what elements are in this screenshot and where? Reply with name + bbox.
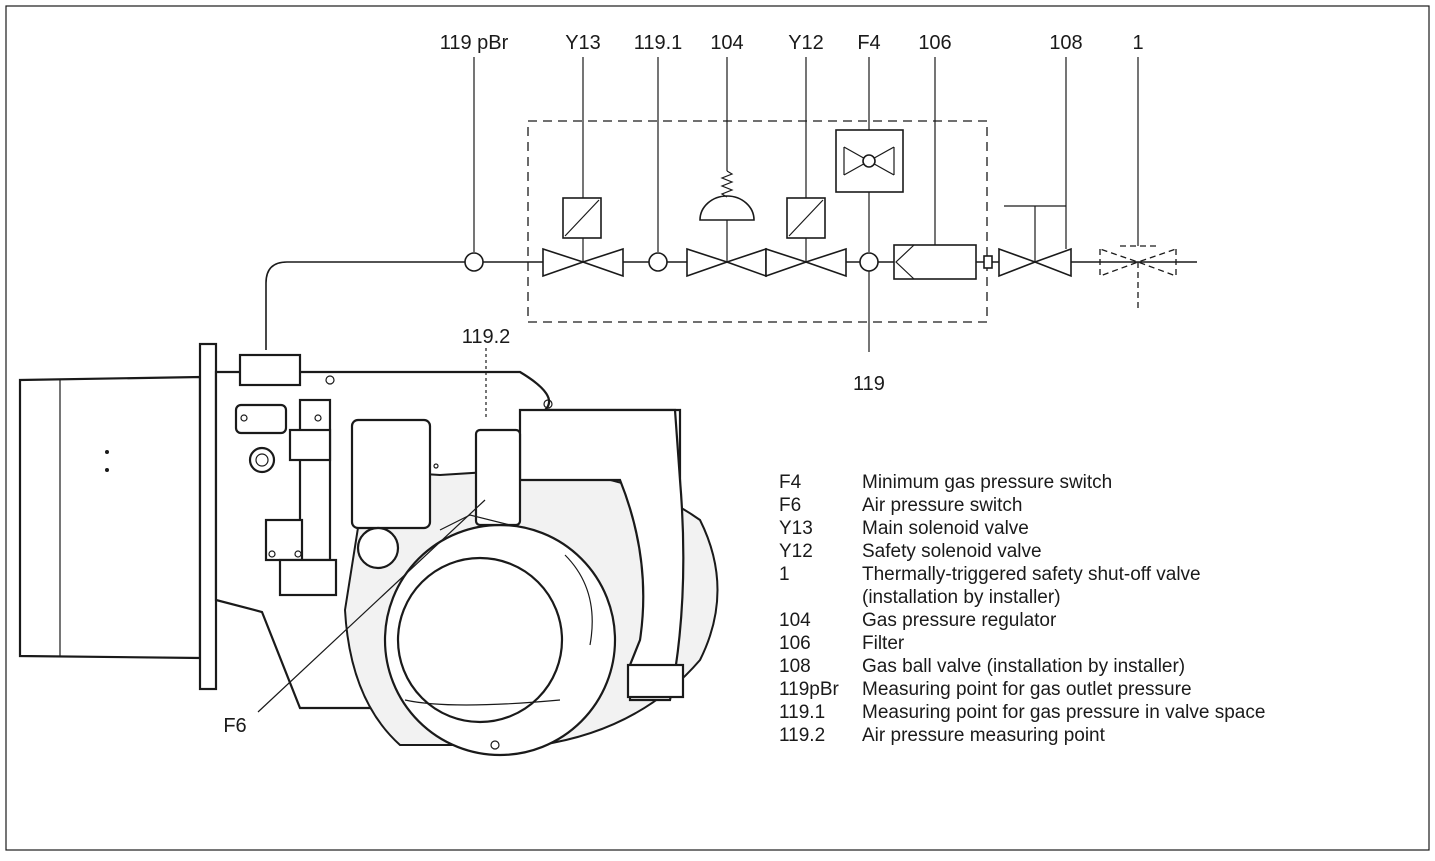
outer-frame xyxy=(5,5,1430,851)
rear-cover xyxy=(518,408,685,702)
cable-entry xyxy=(626,663,685,699)
air-pressure-switch-body xyxy=(474,428,522,527)
callout-1191: 119.1 xyxy=(634,32,683,54)
callout-f4: F4 xyxy=(857,32,880,54)
legend-code: F6 xyxy=(779,495,801,516)
leader-f6 xyxy=(257,499,486,713)
callout-1: 1 xyxy=(1132,32,1143,54)
legend-description: Minimum gas pressure switch xyxy=(862,472,1112,493)
legend-code: 119pBr xyxy=(779,679,840,700)
legend-code: 108 xyxy=(779,656,811,677)
burner-drawing xyxy=(18,342,719,757)
measuring-point-1191 xyxy=(648,252,668,272)
gas-inlet-fitting xyxy=(238,353,302,387)
callout-y12: Y12 xyxy=(788,32,824,54)
callout-104: 104 xyxy=(710,32,743,54)
callout-106: 106 xyxy=(918,32,951,54)
thermal-shutoff-valve-1 xyxy=(1099,57,1177,312)
callout-1192: 119.2 xyxy=(462,326,511,348)
flame-tube xyxy=(18,375,202,660)
legend-code: Y13 xyxy=(779,518,813,539)
legend-code: F4 xyxy=(779,472,802,493)
filter-106 xyxy=(893,57,977,280)
inspection-window xyxy=(234,403,288,435)
legend-description: Filter xyxy=(862,633,905,654)
legend-description: Measuring point for gas pressure in valv… xyxy=(862,702,1265,723)
callout-119: 119 xyxy=(853,373,885,395)
regulator-104 xyxy=(686,57,767,278)
callout-108: 108 xyxy=(1049,32,1082,54)
air-inlet xyxy=(396,556,564,724)
legend-code: 104 xyxy=(779,610,811,631)
callout-labels: 119 pBr Y13 119.1 104 Y12 F4 106 108 1 1… xyxy=(223,32,1143,737)
measuring-point-119 xyxy=(859,252,879,272)
legend-description: Main solenoid valve xyxy=(862,518,1029,539)
legend-code: 106 xyxy=(779,633,811,654)
valve-block-boundary xyxy=(527,120,988,323)
measuring-point-119pbr xyxy=(464,252,484,272)
gas-connection xyxy=(298,398,332,562)
legend-description: Air pressure switch xyxy=(862,495,1023,516)
valve-y13 xyxy=(542,57,624,278)
valve-y12 xyxy=(765,57,847,278)
solenoid-block xyxy=(350,418,432,530)
callout-y13: Y13 xyxy=(565,32,601,54)
callout-f6: F6 xyxy=(223,715,246,737)
callout-119pbr: 119 pBr xyxy=(440,32,509,54)
air-damper-knob xyxy=(356,526,400,570)
legend-code: 119.2 xyxy=(779,725,825,746)
legend-description: Air pressure measuring point xyxy=(862,725,1106,746)
legend-code: 1 xyxy=(779,564,790,585)
legend-description: Gas ball valve (installation by installe… xyxy=(862,656,1185,677)
gas-pipe xyxy=(265,261,1197,350)
connector-block xyxy=(264,518,304,562)
mounting-flange xyxy=(198,342,218,691)
legend-description: Thermally-triggered safety shut-off valv… xyxy=(862,564,1201,585)
legend-code: Y12 xyxy=(779,541,813,562)
legend-description: Gas pressure regulator xyxy=(862,610,1057,631)
pressure-switch-f4 xyxy=(835,57,904,252)
legend-description: Safety solenoid valve xyxy=(862,541,1042,562)
gas-train-schematic xyxy=(265,57,1197,352)
legend-description: Measuring point for gas outlet pressure xyxy=(862,679,1192,700)
ball-valve-108 xyxy=(983,57,1072,278)
legend-code: 119.1 xyxy=(779,702,825,723)
legend-description: (installation by installer) xyxy=(862,587,1061,608)
sight-glass xyxy=(248,446,276,474)
